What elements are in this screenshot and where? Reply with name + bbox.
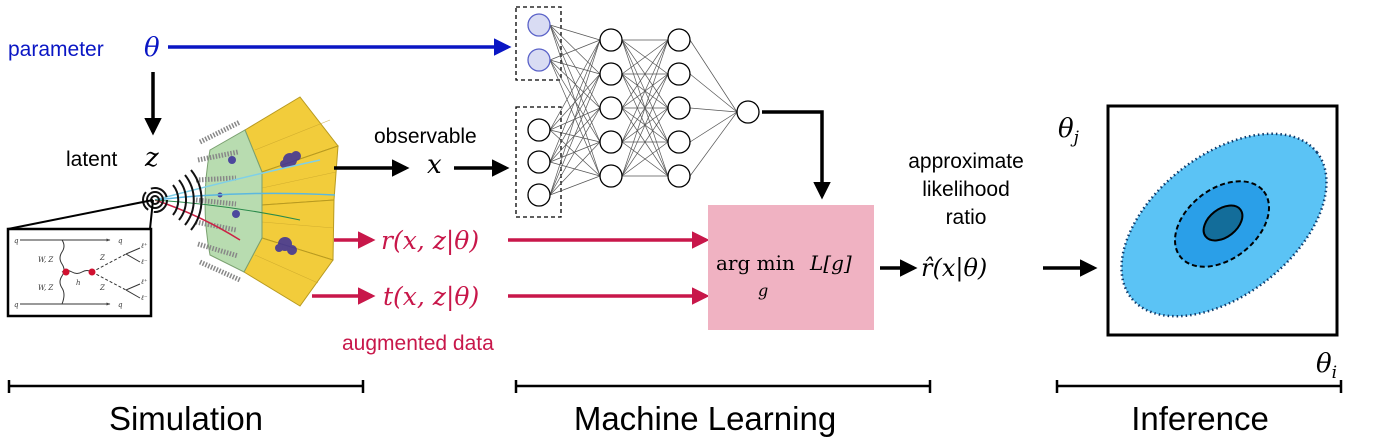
x-axis-label: θi xyxy=(1316,349,1337,383)
output-symbol: r̂(x|θ) xyxy=(921,254,987,283)
nn-observable-node-0 xyxy=(527,118,551,142)
feynman-label-lep3: ℓ⁺ xyxy=(140,278,148,286)
output-caption-line3: ratio xyxy=(946,206,987,229)
feynman-label-q-in-bottom: q xyxy=(14,301,19,309)
nn-edge-h2-out-1-0 xyxy=(689,73,738,113)
plot-frame xyxy=(1106,104,1339,337)
feynman-label-q-out-bottom: q xyxy=(118,301,123,309)
nn-parameter-node-0 xyxy=(527,13,551,37)
contour-inner xyxy=(1202,204,1244,242)
nn-hidden2-node-4 xyxy=(667,164,691,188)
nn-edge-h1-h2-3-0 xyxy=(621,39,669,143)
parameter-label: parameter xyxy=(8,38,104,61)
y-axis-label: θj xyxy=(1058,114,1080,148)
loss-function: L[g] xyxy=(809,251,852,275)
nn-hidden1-node-1 xyxy=(599,62,623,86)
nn-edge-in-h1-2-0 xyxy=(549,39,601,131)
section-brackets xyxy=(7,380,1343,393)
loss-box xyxy=(708,205,874,330)
feynman-diagram-inset: q q W, Z W, Z h Z Z ℓ⁺ ℓ⁻ ℓ⁺ ℓ⁻ q q xyxy=(6,227,153,318)
neural-network xyxy=(515,6,760,218)
feynman-label-q-in-top: q xyxy=(14,237,19,245)
confidence-contour-plot xyxy=(1106,104,1339,337)
feynman-label-z-bottom: Z xyxy=(99,284,105,292)
zoom-line-top xyxy=(7,199,154,230)
section-label-inference: Inference xyxy=(1131,400,1269,437)
output-caption-line2: likelihood xyxy=(922,178,1010,201)
feynman-label-lep4: ℓ⁻ xyxy=(140,294,148,302)
nn-hidden1-node-2 xyxy=(599,96,623,120)
nn-edge-in-h1-4-4 xyxy=(549,175,601,196)
nn-edge-in-h1-4-3 xyxy=(549,141,601,196)
nn-edge-in-h1-4-1 xyxy=(549,73,601,196)
nn-hidden2-node-0 xyxy=(667,28,691,52)
augmented-data-caption: augmented data xyxy=(342,332,494,355)
observable-symbol: x xyxy=(427,150,442,180)
nn-edge-h1-h2-4-3 xyxy=(621,141,669,177)
parameter-input-group xyxy=(515,6,562,81)
nn-hidden1-node-4 xyxy=(599,164,623,188)
nn-edge-h2-out-0-0 xyxy=(689,39,738,113)
nn-edge-in-h1-0-0 xyxy=(549,24,601,41)
feynman-label-lep2: ℓ⁻ xyxy=(140,258,148,266)
nn-edge-in-h1-3-0 xyxy=(549,39,601,163)
section-label-machine-learning: Machine Learning xyxy=(574,400,836,437)
section-label-simulation: Simulation xyxy=(109,400,263,437)
nn-hidden2-node-3 xyxy=(667,130,691,154)
observable-label: observable xyxy=(374,125,477,148)
output-caption-line1: approximate xyxy=(908,150,1024,173)
latent-symbol: z xyxy=(144,143,159,173)
nn-parameter-node-1 xyxy=(527,48,551,72)
feynman-label-z-top: Z xyxy=(99,254,105,262)
latent-label: latent xyxy=(66,148,118,171)
nn-edge-in-h1-2-1 xyxy=(549,73,601,131)
nn-edge-in-h1-2-4 xyxy=(549,129,601,177)
nn-edge-in-h1-1-1 xyxy=(549,59,601,75)
detector-illustration xyxy=(142,96,339,307)
nn-edge-in-h1-2-2 xyxy=(549,107,601,131)
nn-edge-h1-h2-4-1 xyxy=(621,73,669,177)
nn-hidden1-node-3 xyxy=(599,130,623,154)
nn-edge-h1-h2-4-0 xyxy=(621,39,669,177)
feynman-label-wz-bottom: W, Z xyxy=(38,284,53,292)
nn-edge-in-h1-1-2 xyxy=(549,59,601,109)
augmented-t-label: t(x, z|θ) xyxy=(383,282,479,312)
nn-edge-in-h1-4-2 xyxy=(549,107,601,196)
nn-edge-in-h1-1-0 xyxy=(549,39,601,61)
feynman-label-q-out-top: q xyxy=(118,237,123,245)
nn-edge-in-h1-2-3 xyxy=(549,129,601,143)
nn-edge-h1-h2-1-0 xyxy=(621,39,669,75)
nn-observable-node-1 xyxy=(527,150,551,174)
feynman-label-h: h xyxy=(76,279,81,287)
parameter-symbol: θ xyxy=(144,33,160,63)
nn-output-node-0 xyxy=(736,100,760,124)
loss-argmin: arg min xyxy=(716,251,795,275)
feynman-label-lep1: ℓ⁺ xyxy=(140,242,148,250)
nn-hidden1-node-0 xyxy=(599,28,623,52)
nn-edge-h2-out-2-0 xyxy=(689,107,738,113)
nn-edge-h2-out-4-0 xyxy=(689,111,738,177)
network-to-loss-arrow xyxy=(762,110,831,200)
nn-hidden2-node-1 xyxy=(667,62,691,86)
feynman-label-wz-top: W, Z xyxy=(38,256,53,264)
nn-edge-in-h1-4-0 xyxy=(549,39,601,196)
augmented-r-label: r(x, z|θ) xyxy=(381,226,479,256)
nn-hidden2-node-2 xyxy=(667,96,691,120)
nn-edge-h2-out-3-0 xyxy=(689,111,738,143)
nn-edge-in-h1-0-3 xyxy=(549,24,601,143)
nn-edge-h1-h2-4-2 xyxy=(621,107,669,177)
zoom-line-right xyxy=(149,199,154,230)
loss-subscript: g xyxy=(758,281,768,300)
nn-edge-h1-h2-2-0 xyxy=(621,39,669,109)
nn-observable-node-2 xyxy=(527,183,551,207)
